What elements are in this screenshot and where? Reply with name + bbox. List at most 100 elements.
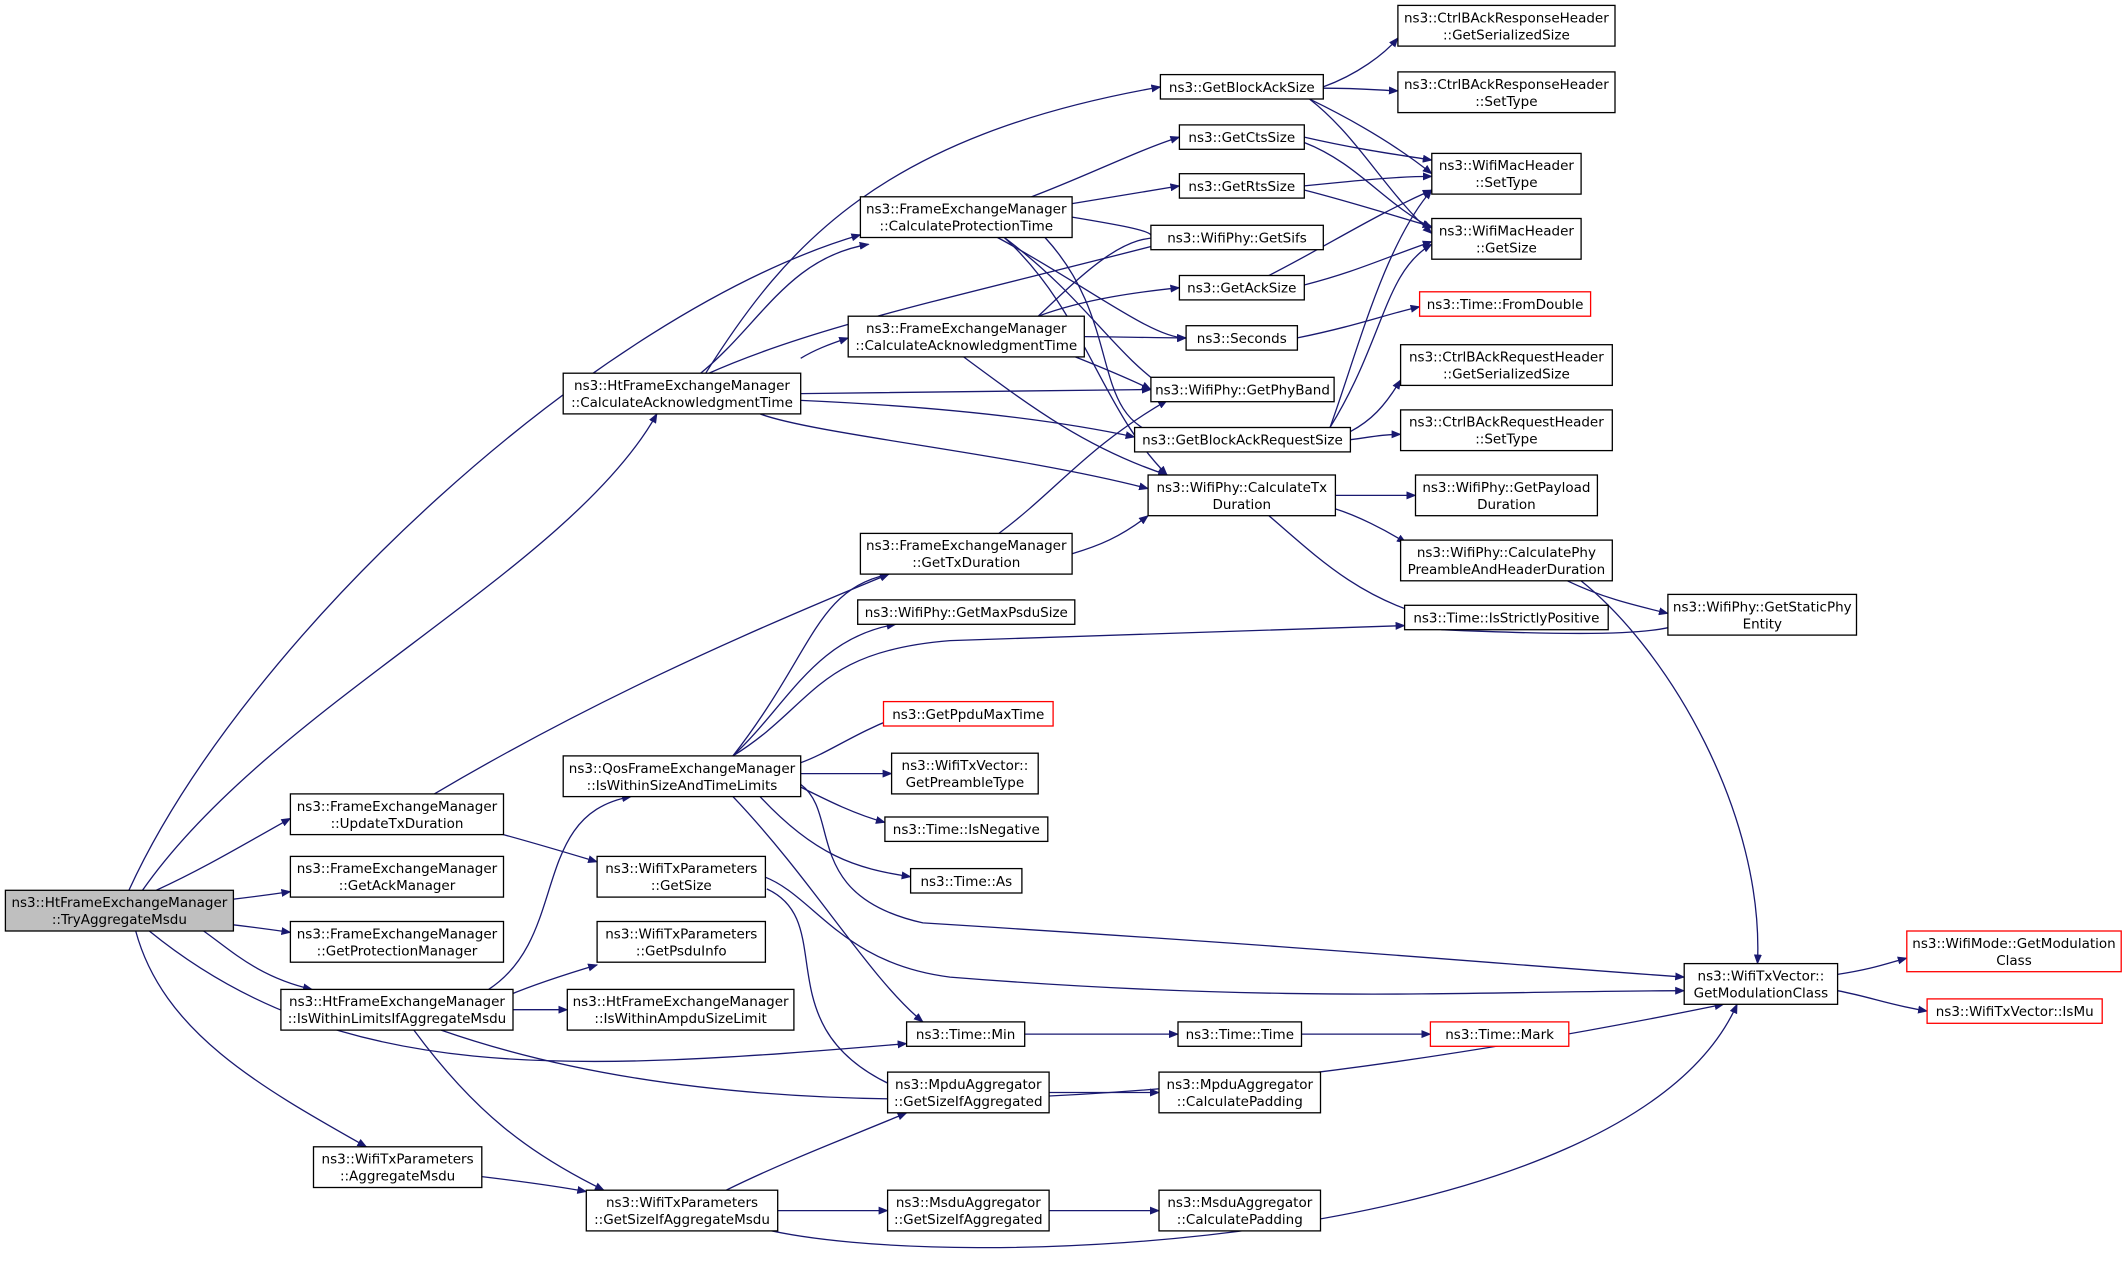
node-label: ns3::FrameExchangeManager	[297, 926, 498, 942]
call-edge	[759, 413, 1150, 491]
node-htfem-iwa[interactable]: ns3::HtFrameExchangeManager::IsWithinAmp…	[566, 988, 795, 1031]
node-fem-cpt[interactable]: ns3::FrameExchangeManager::CalculateProt…	[859, 196, 1073, 239]
node-time-mark[interactable]: ns3::Time::Mark	[1429, 1021, 1570, 1047]
node-label: ns3::Time::Min	[916, 1027, 1015, 1043]
node-wtp-gs[interactable]: ns3::WifiTxParameters::GetSize	[596, 855, 767, 898]
node-box	[585, 1189, 779, 1232]
node-htfem-cat[interactable]: ns3::HtFrameExchangeManager::CalculateAc…	[562, 372, 802, 415]
node-label: ns3::QosFrameExchangeManager	[569, 761, 796, 777]
node-label: GetPreambleType	[906, 775, 1025, 791]
node-wtp-am[interactable]: ns3::WifiTxParameters::AggregateMsdu	[312, 1146, 483, 1189]
node-time-as[interactable]: ns3::Time::As	[909, 867, 1023, 894]
call-edge	[1309, 98, 1433, 235]
node-label: Entity	[1743, 616, 1782, 632]
call-edge	[1350, 379, 1402, 433]
call-edge	[1297, 304, 1421, 339]
node-cbreq-st[interactable]: ns3::CtrlBAckRequestHeader::SetType	[1399, 409, 1613, 452]
node-label: ::GetPsduInfo	[636, 943, 727, 959]
node-label: ns3::MsduAggregator	[896, 1195, 1041, 1211]
node-phy-cph[interactable]: ns3::WifiPhy::CalculatePhyPreambleAndHea…	[1399, 539, 1613, 582]
call-edge	[1071, 515, 1149, 555]
node-mpdu-cp[interactable]: ns3::MpduAggregator::CalculatePadding	[1158, 1071, 1322, 1114]
node-cbar-gss[interactable]: ns3::CtrlBAckResponseHeader::GetSerializ…	[1397, 4, 1616, 47]
node-cbreq-gss[interactable]: ns3::CtrlBAckRequestHeader::GetSerialize…	[1399, 344, 1613, 387]
node-txv-gpt[interactable]: ns3::WifiTxVector::GetPreambleType	[890, 752, 1039, 795]
node-time-min[interactable]: ns3::Time::Min	[905, 1021, 1026, 1047]
node-box	[882, 700, 1054, 727]
node-wtp-gpi[interactable]: ns3::WifiTxParameters::GetPsduInfo	[596, 920, 767, 963]
call-edge	[725, 1112, 908, 1191]
node-label: ns3::Time::IsStrictlyPositive	[1413, 611, 1599, 627]
call-edge	[1303, 141, 1433, 229]
call-edge	[1044, 237, 1169, 440]
node-time-fd[interactable]: ns3::Time::FromDouble	[1418, 291, 1592, 317]
node-box	[890, 752, 1039, 795]
node-label: ::CalculateAcknowledgmentTime	[855, 338, 1077, 354]
node-box	[1147, 474, 1337, 517]
call-edge	[1071, 354, 1152, 391]
node-fem-cat[interactable]: ns3::FrameExchangeManager::CalculateAckn…	[847, 315, 1085, 358]
node-txv-gmc[interactable]: ns3::WifiTxVector::GetModulationClass	[1683, 962, 1839, 1005]
node-box	[857, 599, 1076, 625]
node-phy-sifs[interactable]: ns3::WifiPhy::GetSifs	[1150, 224, 1324, 251]
node-mpdu-gsia[interactable]: ns3::MpduAggregator::GetSizeIfAggregated	[886, 1071, 1050, 1114]
node-msdu-cp[interactable]: ns3::MsduAggregator::CalculatePadding	[1158, 1189, 1322, 1232]
node-label: ns3::GetBlockAckSize	[1169, 80, 1315, 96]
node-wtp-gsia[interactable]: ns3::WifiTxParameters::GetSizeIfAggregat…	[585, 1189, 779, 1232]
node-label: ::IsWithinSizeAndTimeLimits	[587, 778, 778, 794]
node-label: ::GetProtectionManager	[317, 943, 478, 959]
call-edge	[227, 888, 292, 901]
node-label: ::TryAggregateMsdu	[52, 912, 187, 928]
node-msdu-gsia[interactable]: ns3::MsduAggregator::GetSizeIfAggregated	[886, 1189, 1050, 1232]
call-edge	[705, 237, 1182, 376]
node-label: ns3::WifiPhy::GetPhyBand	[1155, 383, 1330, 399]
node-gcts[interactable]: ns3::GetCtsSize	[1178, 124, 1305, 150]
node-label: ns3::WifiTxParameters	[605, 861, 757, 877]
node-box	[1178, 274, 1305, 301]
node-phy-gmps[interactable]: ns3::WifiPhy::GetMaxPsduSize	[857, 599, 1076, 625]
node-time-neg[interactable]: ns3::Time::IsNegative	[884, 816, 1049, 843]
node-fem-gpm[interactable]: ns3::FrameExchangeManager::GetProtection…	[289, 920, 505, 963]
node-label: ns3::CtrlBAckRequestHeader	[1409, 415, 1604, 431]
call-edge	[800, 385, 1152, 395]
node-label: GetModulationClass	[1694, 985, 1829, 1001]
node-label: ns3::Time::As	[920, 874, 1012, 890]
call-edge	[1071, 216, 1159, 237]
node-htfem-iwl[interactable]: ns3::HtFrameExchangeManager::IsWithinLim…	[280, 988, 514, 1031]
node-box	[596, 855, 767, 898]
node-phy-band[interactable]: ns3::WifiPhy::GetPhyBand	[1150, 376, 1335, 403]
call-edge	[481, 1175, 588, 1194]
node-ppdu[interactable]: ns3::GetPpduMaxTime	[882, 700, 1054, 727]
node-gbas[interactable]: ns3::GetBlockAckSize	[1159, 73, 1324, 100]
call-edge	[1567, 580, 1669, 616]
node-time-isp[interactable]: ns3::Time::IsStrictlyPositive	[1403, 604, 1609, 631]
node-label: ns3::GetBlockAckRequestSize	[1142, 433, 1343, 449]
node-label: ::GetTxDuration	[912, 555, 1020, 571]
call-nodes: ns3::HtFrameExchangeManager::TryAggregat…	[4, 4, 2122, 1232]
node-fem-gtd[interactable]: ns3::FrameExchangeManager::GetTxDuration	[859, 532, 1073, 575]
node-wm-gmc[interactable]: ns3::WifiMode::GetModulationClass	[1906, 930, 2122, 973]
node-box	[1397, 71, 1616, 114]
node-seconds[interactable]: ns3::Seconds	[1185, 325, 1299, 351]
node-gack[interactable]: ns3::GetAckSize	[1178, 274, 1305, 301]
node-label: ns3::WifiMacHeader	[1439, 158, 1575, 174]
node-qos-iws[interactable]: ns3::QosFrameExchangeManager::IsWithinSi…	[562, 755, 802, 798]
node-grts[interactable]: ns3::GetRtsSize	[1178, 173, 1305, 199]
call-edge	[1268, 189, 1433, 277]
node-box	[4, 889, 235, 932]
node-txv-ismu[interactable]: ns3::WifiTxVector::IsMu	[1926, 998, 2103, 1024]
node-gbars[interactable]: ns3::GetBlockAckRequestSize	[1133, 426, 1352, 453]
node-time-time[interactable]: ns3::Time::Time	[1177, 1021, 1303, 1047]
node-label: ns3::FrameExchangeManager	[297, 861, 498, 877]
node-wmh-gs[interactable]: ns3::WifiMacHeader::GetSize	[1431, 217, 1582, 260]
node-fem-utd[interactable]: ns3::FrameExchangeManager::UpdateTxDurat…	[289, 793, 505, 836]
node-box	[1158, 1189, 1322, 1232]
node-fem-gam[interactable]: ns3::FrameExchangeManager::GetAckManager	[289, 855, 505, 898]
node-cbar-st[interactable]: ns3::CtrlBAckResponseHeader::SetType	[1397, 71, 1616, 114]
node-wmh-st[interactable]: ns3::WifiMacHeader::SetType	[1431, 152, 1582, 195]
node-label: ns3::CtrlBAckResponseHeader	[1404, 77, 1609, 93]
